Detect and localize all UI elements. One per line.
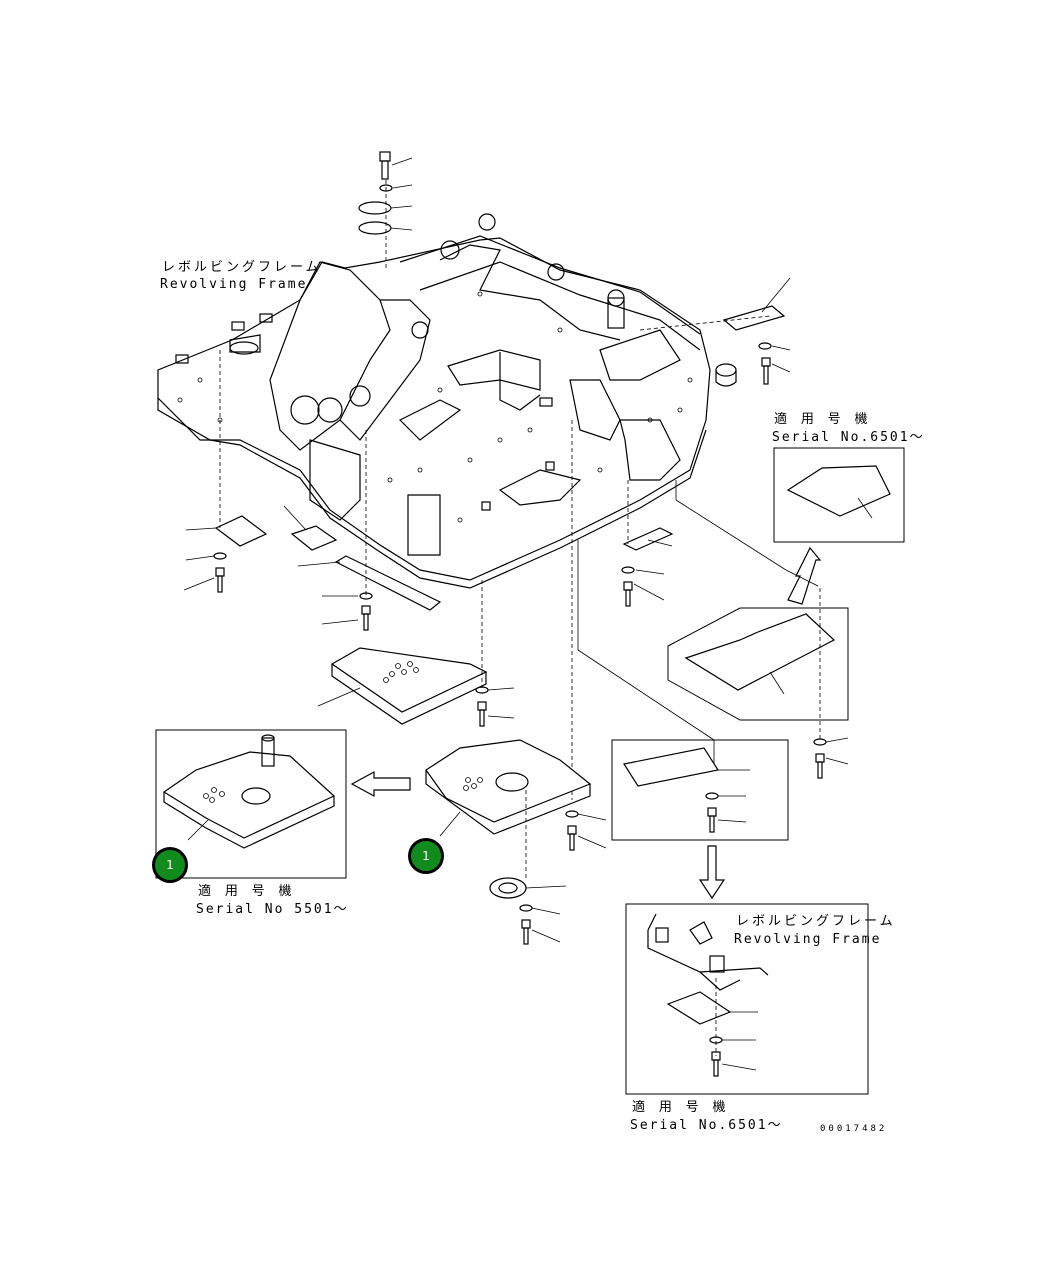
inset-frame-label-en: Revolving Frame [734,932,882,947]
drawing-number: 00017482 [820,1124,888,1134]
revolving-frame-drawing [157,213,737,589]
frame-label-jp: レボルビングフレーム [162,260,322,275]
center-under-cover [317,580,515,727]
callout-badge-left-label: 1 [166,858,174,872]
right-small-plate [621,480,674,607]
center-main-cover [425,739,607,945]
serial-label-en-right: Serial No.6501～ [772,430,925,445]
inset-box-top-right [773,447,905,543]
serial-label-en-bottom: Serial No.6501～ [630,1118,783,1133]
serial-label-jp-right: 適 用 号 機 [774,412,871,427]
inset-box-bottom-right [625,903,869,1095]
callout-badge-left[interactable]: 1 [152,847,188,883]
left-lower-plate [183,350,268,593]
inset-frame-label-jp: レボルビングフレーム [736,914,896,929]
arrow-up [787,546,822,605]
frame-label-en: Revolving Frame [160,277,308,292]
arrow-left [350,770,411,798]
inset-box-middle-right [667,588,849,779]
serial-label-en-left: Serial No 5501～ [196,902,349,917]
inset-box-left [155,729,347,879]
callout-badge-center[interactable]: 1 [408,838,444,874]
serial-label-jp-bottom: 適 用 号 機 [632,1100,729,1115]
serial-label-jp-left: 適 用 号 機 [198,884,295,899]
center-left-plates [283,430,442,631]
inset-box-center-right [611,739,789,841]
callout-badge-center-label: 1 [422,849,430,863]
arrow-down [698,845,726,900]
top-fastener-stack [358,151,413,268]
right-top-cover [639,277,791,385]
